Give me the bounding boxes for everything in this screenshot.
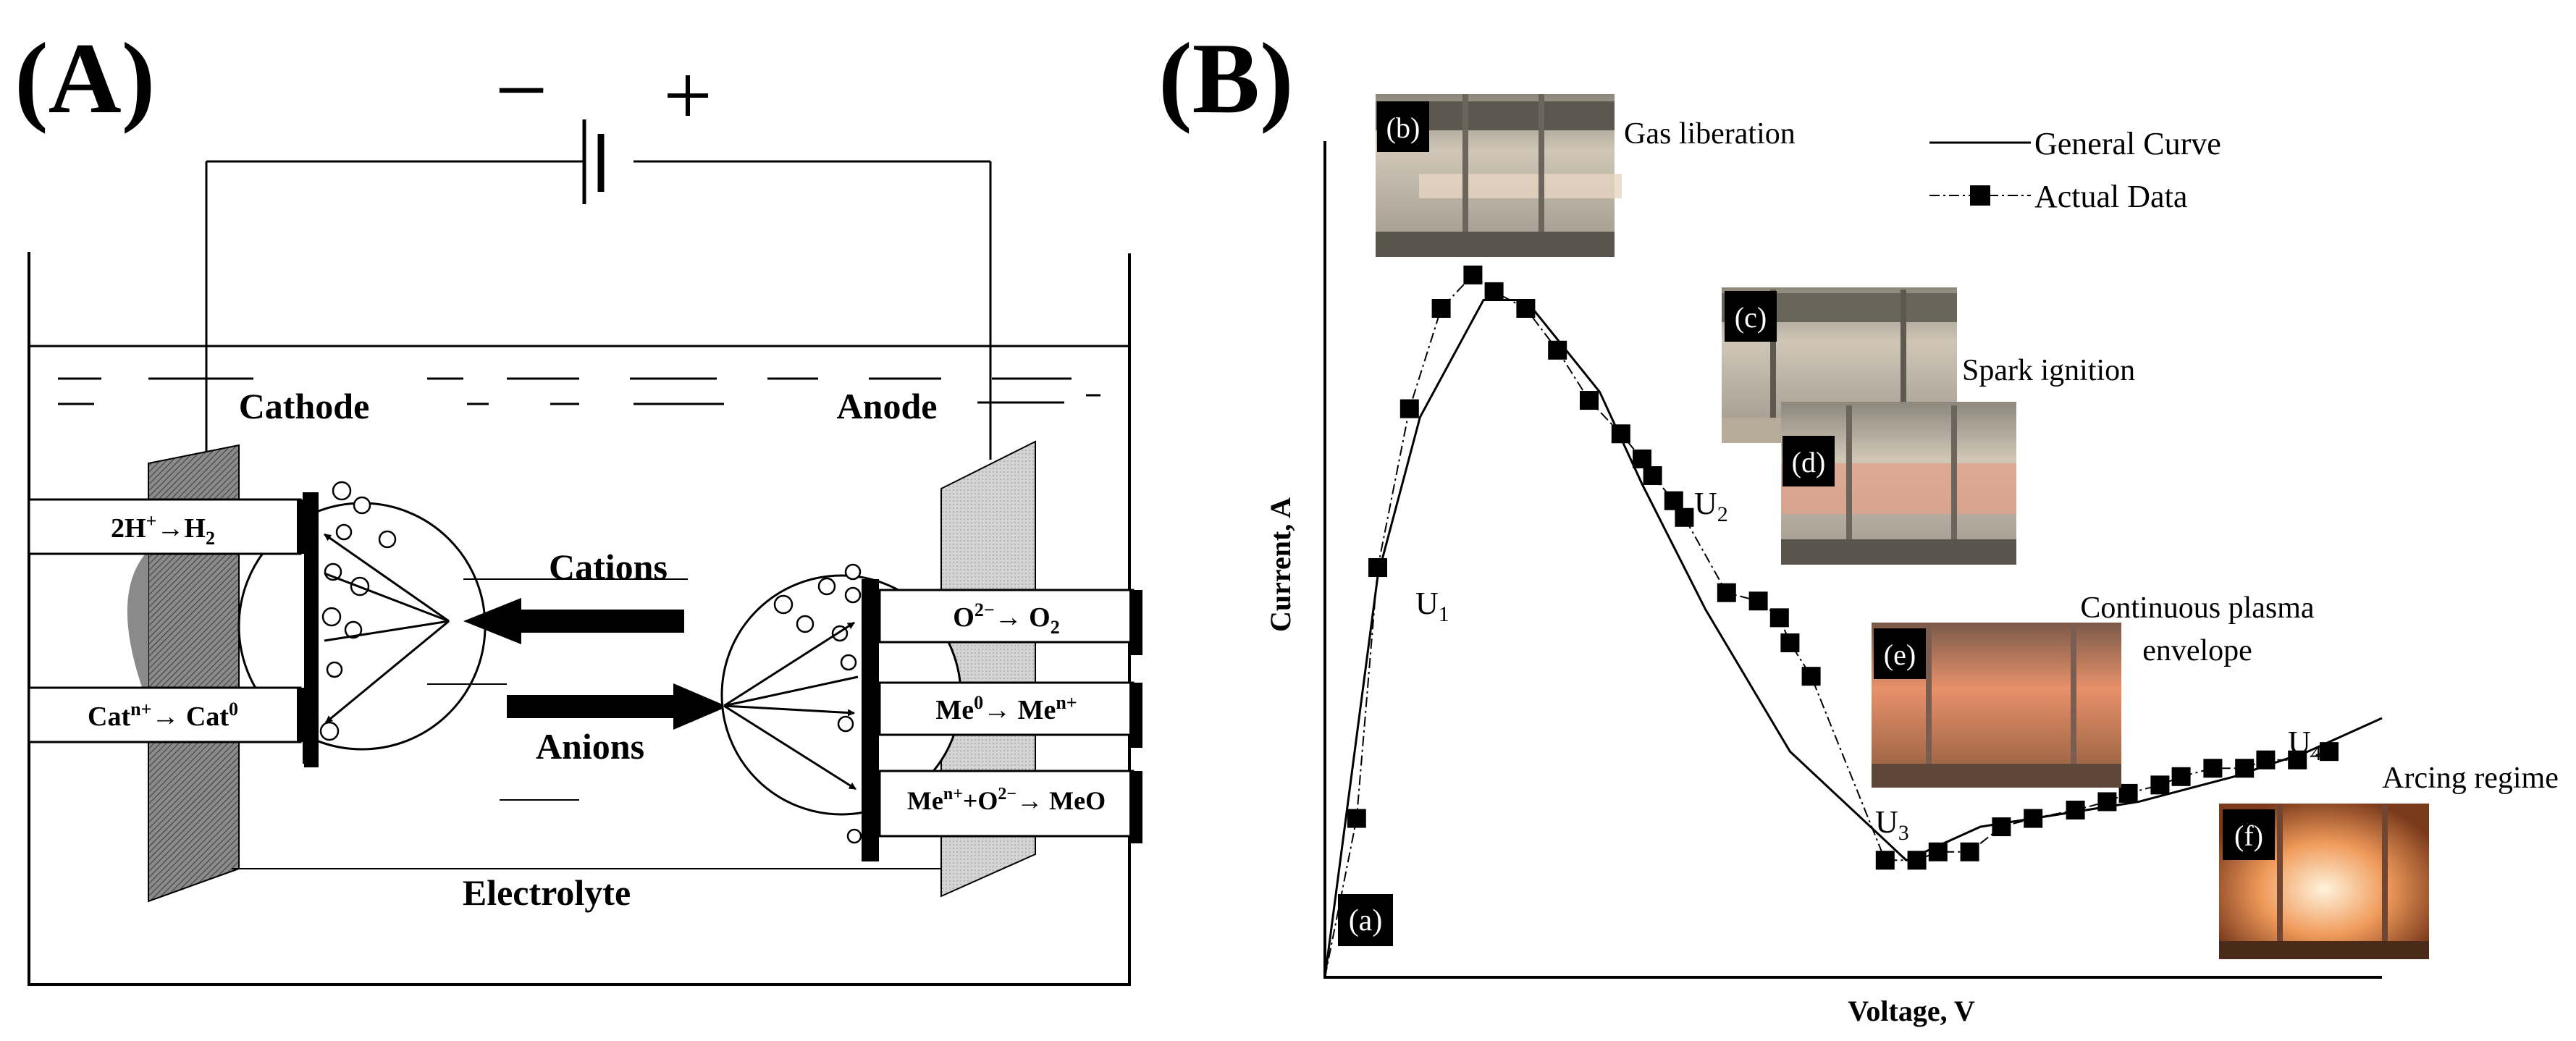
cathode-electrode: 2H+→H2 Catn+→ Cat0 xyxy=(28,444,487,903)
actual-data-point-12 xyxy=(1664,491,1683,510)
point-u4: U4 xyxy=(2288,725,2322,765)
actual-data-point-19 xyxy=(1875,851,1895,870)
actual-data-point-24 xyxy=(2024,809,2043,828)
actual-data-point-18 xyxy=(1801,667,1821,686)
y-axis-label: Current, A xyxy=(1264,497,1297,632)
stage-f-label: (f) xyxy=(2234,819,2263,852)
actual-data-point-26 xyxy=(2097,792,2117,812)
actual-data-point-30 xyxy=(2203,759,2223,778)
actual-data-point-8 xyxy=(1580,391,1599,410)
actual-data-point-31 xyxy=(2235,759,2255,778)
chart-series xyxy=(1323,265,2383,978)
actual-data-point-22 xyxy=(1960,842,1979,861)
actual-data-point-13 xyxy=(1675,507,1694,527)
cathode-reaction-h2: 2H+→H2 xyxy=(111,510,215,549)
actual-data-point-28 xyxy=(2150,775,2170,795)
anions-label: Anions xyxy=(536,726,644,767)
actual-data-point-27 xyxy=(2118,783,2138,803)
actual-data-point-17 xyxy=(1780,633,1800,652)
stage-b-label: (b) xyxy=(1386,111,1420,144)
actual-data-point-20 xyxy=(1907,851,1927,870)
anode-reaction-meo: Men++O2−→ MeO xyxy=(907,785,1106,815)
actual-data-point-6 xyxy=(1516,299,1536,318)
legend-general-label: General Curve xyxy=(2034,126,2221,161)
actual-data-point-9 xyxy=(1611,424,1630,444)
anode-label: Anode xyxy=(837,386,938,426)
stage-e-label: (e) xyxy=(1884,638,1916,671)
battery-plus-sign: + xyxy=(663,47,712,143)
photo-e-continuous-plasma: (e) xyxy=(1872,623,2121,788)
x-axis-label: Voltage, V xyxy=(1848,995,1975,1027)
actual-data-point-5 xyxy=(1484,282,1504,301)
electrolyte-lines xyxy=(232,799,941,869)
electrolyte-surface-dashes xyxy=(58,377,1100,405)
legend-actual-label: Actual Data xyxy=(2034,179,2187,214)
actual-data-point-7 xyxy=(1548,340,1567,360)
point-u3: U3 xyxy=(1875,804,1909,845)
anode-reaction-me: Me0→ Men+ xyxy=(935,692,1077,725)
stage-d-label: (d) xyxy=(1792,446,1826,479)
actual-data-point-32 xyxy=(2256,750,2276,770)
cathode-reaction-cat: Catn+→ Cat0 xyxy=(88,699,238,732)
anode-electrode: O2−→ O2 Me0→ Men+ Men++O2−→ MeO xyxy=(720,440,1142,898)
actual-data-point-25 xyxy=(2066,801,2085,819)
actual-data-point-29 xyxy=(2171,767,2191,786)
panel-b-label: (B) xyxy=(1158,22,1294,135)
actual-data-point-15 xyxy=(1748,591,1768,611)
actual-data-point-4 xyxy=(1463,265,1483,285)
stage-a-label: (a) xyxy=(1349,904,1383,937)
oxygen-bubbles xyxy=(773,563,862,844)
actual-data-point-2 xyxy=(1399,399,1419,418)
legend-actual-marker xyxy=(1970,185,1990,206)
panel-b: (B) Voltage, V Current, A General Curve … xyxy=(1158,22,2559,1027)
stage-a-box xyxy=(1338,894,1393,946)
actual-data-point-14 xyxy=(1717,583,1736,602)
actual-data-point-34 xyxy=(2320,742,2339,762)
hydrogen-bubbles xyxy=(319,481,397,741)
ion-flow: Cations Anions xyxy=(427,547,728,767)
actual-data-point-11 xyxy=(1643,466,1662,485)
actual-data-point-33 xyxy=(2288,750,2307,770)
photo-f-arcing-regime: (f) xyxy=(2219,804,2429,959)
annotation-envelope: envelope xyxy=(2142,634,2252,667)
annotation-arcing-regime: Arcing regime xyxy=(2382,762,2559,795)
actual-data-point-21 xyxy=(1928,842,1948,861)
cations-label: Cations xyxy=(549,547,668,587)
annotation-spark-ignition: Spark ignition xyxy=(1962,354,2135,387)
photo-b-gas-liberation: (b) xyxy=(1376,94,1622,257)
stage-c-label: (c) xyxy=(1735,301,1767,334)
actual-data-point-23 xyxy=(1992,817,2011,837)
electrolyte-label: Electrolyte xyxy=(463,872,631,913)
actual-data-point-0 xyxy=(1347,809,1366,828)
anode-reaction-o2: O2−→ O2 xyxy=(953,599,1059,638)
actual-data-point-16 xyxy=(1769,608,1789,628)
cathode-reaction-arrows xyxy=(324,533,450,724)
cathode-label: Cathode xyxy=(239,386,370,426)
actual-data-point-3 xyxy=(1431,299,1451,318)
battery-minus-sign: − xyxy=(494,38,547,143)
panel-a-label: (A) xyxy=(14,22,155,135)
series-general-curve-line xyxy=(1323,298,2383,978)
point-u2: U2 xyxy=(1694,486,1728,526)
actual-data-point-1 xyxy=(1368,558,1387,578)
actual-data-point-10 xyxy=(1633,449,1651,468)
battery: − + xyxy=(205,38,992,463)
legend: General Curve Actual Data xyxy=(1929,126,2221,214)
panel-a: (A) − + Cathode xyxy=(14,22,1142,986)
point-u1: U1 xyxy=(1415,586,1449,626)
annotation-gas-liberation: Gas liberation xyxy=(1624,117,1796,151)
annotation-continuous-plasma: Continuous plasma xyxy=(2080,591,2315,625)
photo-d: (d) xyxy=(1781,402,2016,565)
anode-reaction-arrows xyxy=(723,621,859,791)
